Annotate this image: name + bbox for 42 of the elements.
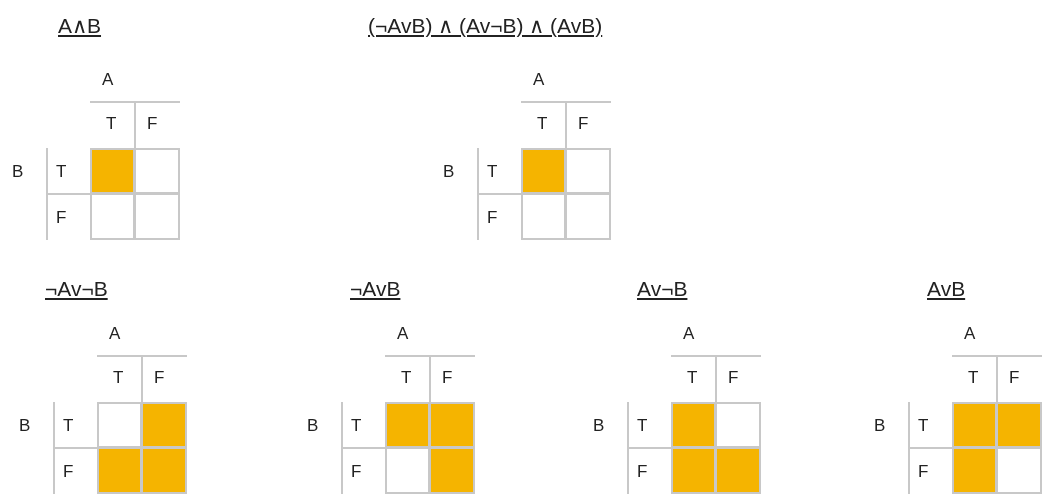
value-label: F [487,208,498,228]
heading: ¬AvB [350,277,401,301]
heading: AvB [927,277,966,301]
variable-label: A [533,70,545,90]
variable-label: A [102,70,114,90]
variable-label: A [683,324,695,344]
variable-label: B [307,416,319,436]
value-label: T [537,114,548,134]
value-label: F [147,114,158,134]
value-label: T [401,368,412,388]
heading: ¬Av¬B [45,277,108,301]
variable-label: A [109,324,121,344]
value-label: T [637,416,648,436]
value-label: F [918,462,929,482]
value-label: F [637,462,648,482]
value-label: T [106,114,117,134]
variable-label: B [593,416,605,436]
value-label: F [351,462,362,482]
value-label: T [113,368,124,388]
variable-label: A [397,324,409,344]
value-label: T [351,416,362,436]
variable-label: B [874,416,886,436]
value-label: F [1009,368,1020,388]
value-label: F [442,368,453,388]
value-label: T [968,368,979,388]
value-label: T [687,368,698,388]
value-label: F [154,368,165,388]
variable-label: B [443,162,455,182]
variable-label: A [964,324,976,344]
heading: A∧B [58,14,101,38]
value-label: F [63,462,74,482]
value-label: F [728,368,739,388]
value-label: T [63,416,74,436]
value-label: T [487,162,498,182]
heading: (¬AvB) ∧ (Av¬B) ∧ (AvB) [368,14,603,38]
value-label: T [918,416,929,436]
value-label: F [56,208,67,228]
value-label: T [56,162,67,182]
heading: Av¬B [637,277,688,301]
variable-label: B [19,416,31,436]
variable-label: B [12,162,24,182]
value-label: F [578,114,589,134]
